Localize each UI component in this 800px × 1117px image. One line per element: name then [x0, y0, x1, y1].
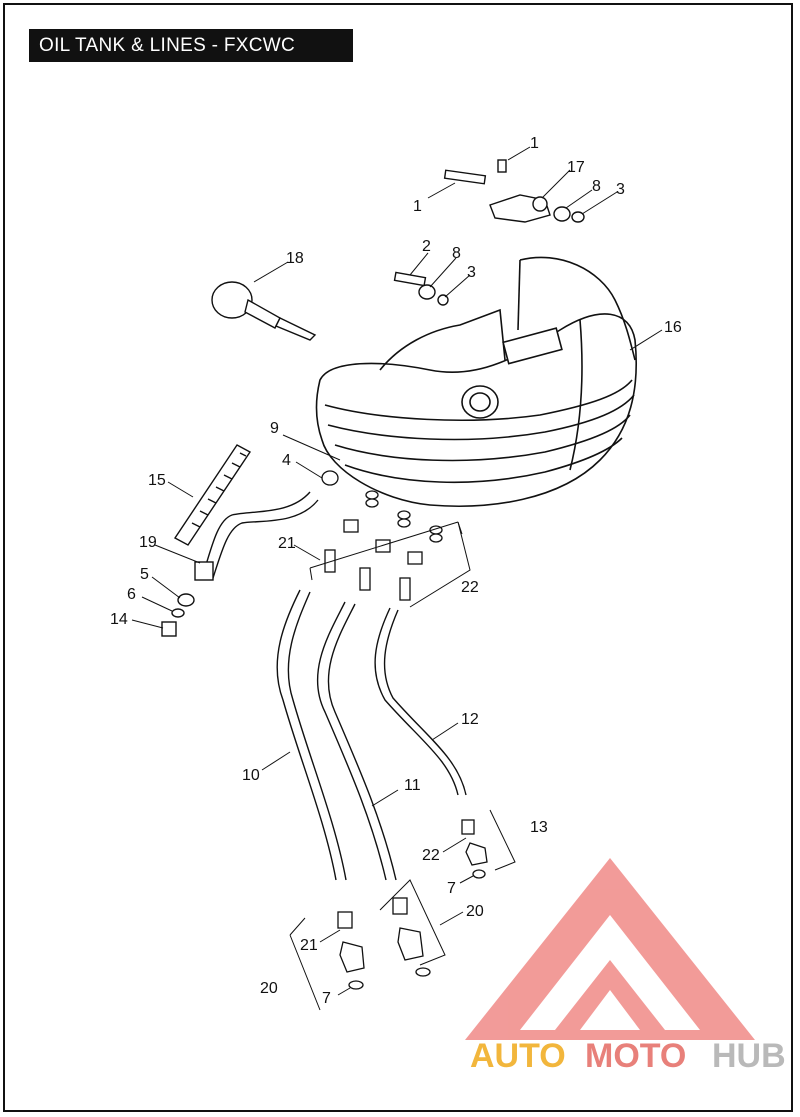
oil-hoses	[276, 589, 467, 881]
callout-18: 18	[286, 250, 304, 267]
watermark-text: AUTO MOTO HUB	[470, 1037, 786, 1075]
oil-tank	[315, 256, 638, 507]
callout-14: 14	[110, 611, 128, 628]
callout-12: 12	[461, 711, 479, 728]
callout-2: 2	[422, 238, 431, 255]
callout-19: 19	[139, 534, 157, 551]
lower-fittings	[337, 819, 488, 990]
callout-1-left: 1	[413, 198, 422, 215]
mounting-hardware	[393, 159, 585, 306]
watermark-auto: AUTO	[470, 1037, 566, 1075]
callout-21-bottom: 21	[300, 937, 318, 954]
callout-11: 11	[404, 777, 421, 794]
callout-3-top: 3	[616, 181, 625, 198]
callout-20-left: 20	[260, 980, 278, 997]
group-brackets	[289, 521, 516, 1011]
callout-1-top: 1	[530, 135, 539, 152]
page-title: OIL TANK & LINES - FXCWC	[29, 29, 353, 62]
callout-22-bottom: 22	[422, 847, 440, 864]
callout-15: 15	[148, 472, 166, 489]
callout-7-right: 7	[447, 880, 456, 897]
callout-8-top: 8	[592, 178, 601, 195]
callout-20-right: 20	[466, 903, 484, 920]
callout-8-mid: 8	[452, 245, 461, 262]
callout-9: 9	[270, 420, 279, 437]
callout-16: 16	[664, 319, 682, 336]
callout-17: 17	[567, 159, 585, 176]
callout-22-top: 22	[461, 579, 479, 596]
callout-21-top: 21	[278, 535, 296, 552]
callout-10: 10	[242, 767, 260, 784]
oil-line-19	[161, 491, 319, 637]
watermark-moto: MOTO	[585, 1037, 686, 1075]
callout-6: 6	[127, 586, 136, 603]
callout-13: 13	[530, 819, 548, 836]
vent-hose	[173, 444, 252, 546]
leader-lines	[131, 146, 663, 996]
callout-5: 5	[140, 566, 149, 583]
callout-4: 4	[282, 452, 291, 469]
diagram-frame	[3, 3, 793, 1112]
callout-3-mid: 3	[467, 264, 476, 281]
dipstick-cap	[211, 281, 317, 341]
callout-labels: 1 1 17 8 3 2 8 3 18 16 9 4 15 21 22 19 5…	[110, 135, 682, 1007]
watermark-hub: HUB	[712, 1037, 786, 1075]
callout-7-left: 7	[322, 990, 331, 1007]
watermark-logo	[465, 858, 755, 1040]
